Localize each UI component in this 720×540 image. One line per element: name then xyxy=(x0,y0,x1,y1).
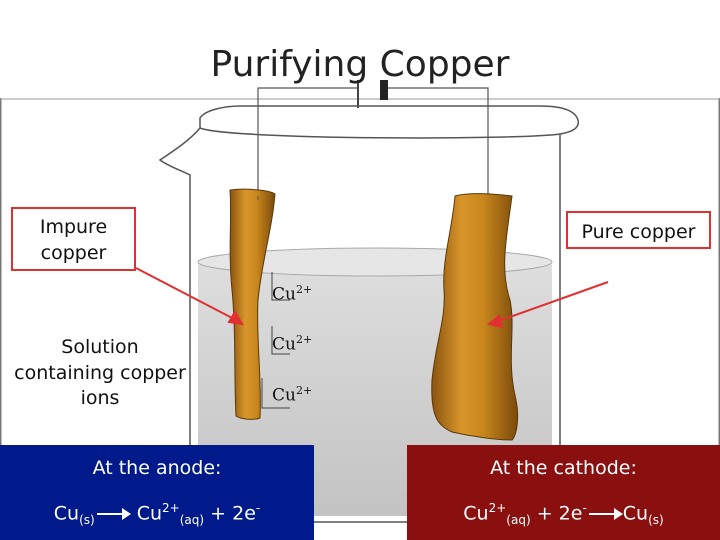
copper-ion-1: Cu2+ xyxy=(272,283,313,305)
pure-copper-label: Pure copper xyxy=(566,211,711,249)
cathode-equation: Cu2+(aq) + 2e-Cu(s) xyxy=(463,501,664,528)
ion-markers xyxy=(261,272,290,409)
pure-copper-text: Pure copper xyxy=(581,221,696,243)
battery-positive xyxy=(357,80,359,108)
anode-equation: Cu(s) Cu2+(aq) + 2e- xyxy=(53,501,261,528)
anode-panel: At the anode: Cu(s) Cu2+(aq) + 2e- xyxy=(0,445,314,540)
impure-copper-text: Impure copper xyxy=(39,216,108,264)
impure-copper-label: Impure copper xyxy=(11,207,136,271)
copper-ion-2: Cu2+ xyxy=(272,333,313,355)
reaction-arrow-icon xyxy=(96,507,131,520)
solution-label: Solution containing copper ions xyxy=(11,327,189,423)
power-supply xyxy=(257,87,489,200)
solution-text: Solution containing copper ions xyxy=(14,336,186,410)
pointer-arrows xyxy=(135,267,609,329)
page-title: Purifying Copper xyxy=(210,44,510,85)
cathode-electrode xyxy=(431,193,519,441)
battery-negative xyxy=(380,80,388,100)
anode-heading: At the anode: xyxy=(92,457,222,479)
copper-ion-3: Cu2+ xyxy=(272,384,313,406)
anode-electrode xyxy=(229,188,276,420)
cathode-heading: At the cathode: xyxy=(490,457,637,479)
reaction-arrow-icon xyxy=(588,507,623,520)
cathode-panel: At the cathode: Cu2+(aq) + 2e-Cu(s) xyxy=(407,445,720,540)
